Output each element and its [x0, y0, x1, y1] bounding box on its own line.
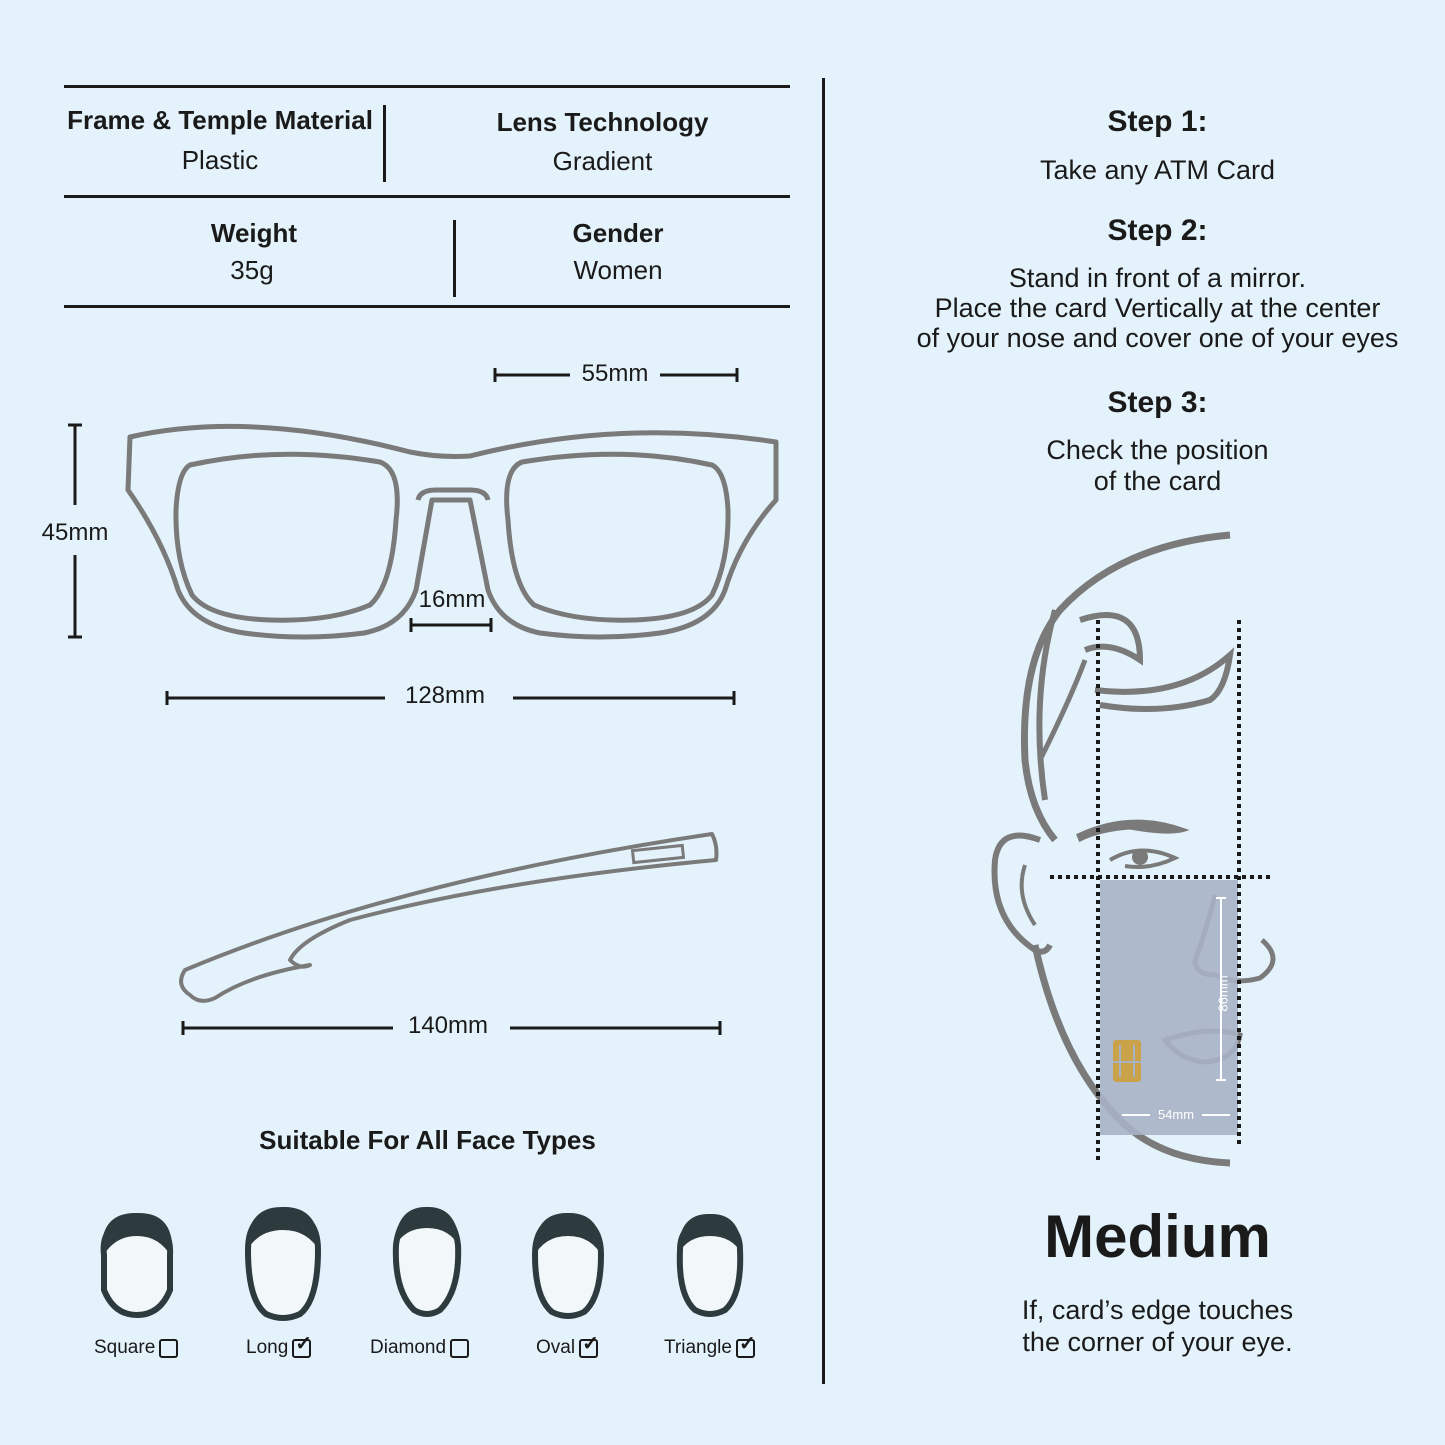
left-lens — [173, 451, 400, 623]
step3-line1: Check the position — [1046, 435, 1269, 465]
column-divider — [822, 78, 825, 1384]
eyebrow — [1076, 819, 1190, 843]
table-middle-rule — [64, 195, 790, 198]
lens-technology-value: Gradient — [552, 146, 653, 176]
oval-face-icon — [531, 1212, 605, 1319]
checkbox-checked-icon[interactable]: ✓ — [292, 1334, 312, 1358]
step2-title: Step 2: — [1107, 214, 1208, 247]
face-type-label: Long — [246, 1337, 289, 1358]
step2-line1: Stand in front of a mirror. — [1008, 263, 1307, 293]
temple-length-label: 140mm — [407, 1012, 489, 1039]
bridge — [415, 487, 491, 501]
hair-outline — [1020, 531, 1231, 843]
table-bottom-rule — [64, 305, 790, 308]
eye — [1108, 848, 1180, 869]
step1-title: Step 1: — [1107, 105, 1208, 138]
ear — [991, 832, 1053, 955]
triangle-face-icon — [676, 1213, 744, 1317]
checkbox-unchecked-icon[interactable] — [450, 1338, 470, 1358]
temple-side-diagram — [179, 832, 722, 1035]
step3-title: Step 3: — [1107, 386, 1208, 419]
step1-text: Take any ATM Card — [1039, 155, 1276, 185]
weight-label: Weight — [210, 218, 298, 248]
weight-value: 35g — [230, 255, 274, 285]
atm-card — [1100, 880, 1238, 1135]
step2-line2: Place the card Vertically at the center — [934, 293, 1381, 323]
table-divider-bottom — [453, 220, 456, 297]
face-type-label: Diamond — [370, 1337, 447, 1358]
frame-width-label: 128mm — [404, 682, 486, 709]
checkbox-unchecked-icon[interactable] — [159, 1338, 179, 1358]
face-type-label: Triangle — [664, 1337, 732, 1358]
face-type-diamond[interactable]: Diamond — [370, 1337, 470, 1359]
face-type-square[interactable]: Square — [94, 1337, 179, 1359]
bridge-label: 16mm — [418, 586, 486, 613]
table-top-rule — [64, 85, 790, 88]
lens-height-label: 45mm — [41, 519, 109, 546]
face-type-label: Oval — [536, 1337, 576, 1358]
table-divider-top — [383, 105, 386, 182]
temple-logo-slot — [630, 843, 686, 865]
result-line1: If, card’s edge touches — [1021, 1295, 1294, 1325]
face-type-oval[interactable]: Oval ✓ — [536, 1334, 599, 1359]
face-card-illustration — [991, 531, 1276, 1167]
card-width-label: 54mm — [1157, 1107, 1195, 1122]
square-face-icon — [100, 1212, 174, 1319]
step2-line3: of your nose and cover one of your eyes — [916, 323, 1399, 353]
glasses-front-diagram — [68, 368, 779, 705]
face-type-triangle[interactable]: Triangle ✓ — [664, 1334, 756, 1359]
gender-value: Women — [573, 255, 663, 285]
lens-technology-label: Lens Technology — [496, 107, 709, 137]
temple-arm — [179, 832, 719, 1003]
right-lens — [504, 451, 731, 623]
lens-width-label: 55mm — [581, 360, 649, 387]
step3-line2: of the card — [1093, 466, 1222, 496]
face-type-long[interactable]: Long ✓ — [246, 1334, 312, 1359]
frame-outline — [125, 423, 779, 640]
checkbox-checked-icon[interactable]: ✓ — [735, 1334, 756, 1358]
checkbox-checked-icon[interactable]: ✓ — [579, 1334, 599, 1358]
size-result: Medium — [1044, 1203, 1271, 1270]
card-height-label: 86mm — [1215, 975, 1231, 1012]
face-type-label: Square — [94, 1337, 156, 1358]
long-face-icon — [244, 1206, 322, 1321]
frame-material-label: Frame & Temple Material — [67, 105, 373, 135]
face-types-title: Suitable For All Face Types — [259, 1125, 596, 1155]
face-shapes-row — [100, 1206, 744, 1321]
result-line2: the corner of your eye. — [1022, 1327, 1293, 1357]
gender-label: Gender — [572, 218, 664, 248]
diamond-face-icon — [392, 1206, 462, 1317]
frame-material-value: Plastic — [181, 145, 259, 175]
